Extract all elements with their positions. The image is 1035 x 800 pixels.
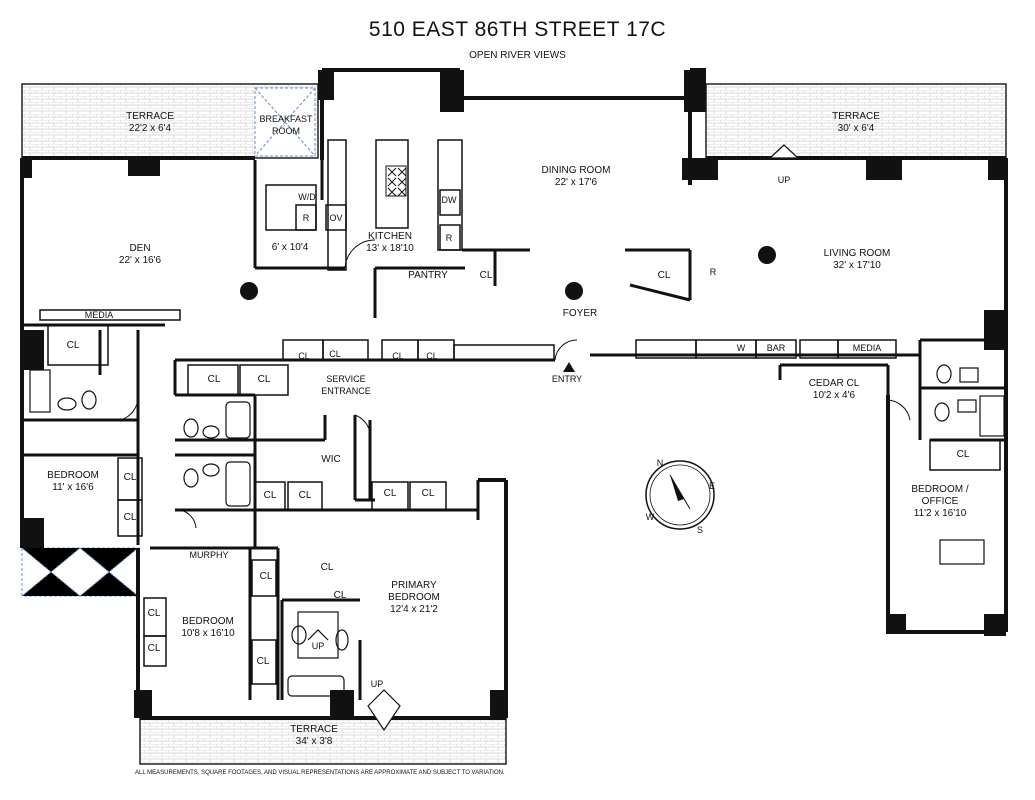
- compass-e-label: E: [708, 481, 716, 491]
- compass-s-label: S: [696, 525, 704, 535]
- label-wic: WIC: [321, 454, 341, 465]
- label-bar: BAR: [766, 343, 786, 353]
- label-r-kitchen: R: [445, 233, 453, 243]
- stove-icon: [385, 165, 407, 197]
- label-r-laundry: R: [302, 213, 310, 223]
- label-cl-row-2: CL: [329, 349, 341, 359]
- room-terrace-west: TERRACE 22'2 x 6'4: [126, 111, 174, 134]
- label-up-east: UP: [777, 175, 791, 185]
- round-columns: [240, 246, 776, 300]
- interior-walls: [22, 160, 1006, 700]
- compass-n-label: N: [656, 458, 664, 468]
- label-cl-service-2: CL: [257, 374, 271, 385]
- room-bedroom-south: BEDROOM 10'8 x 16'10: [181, 616, 235, 639]
- label-cl-row-3: CL: [392, 351, 404, 361]
- label-r-living: R: [709, 267, 717, 277]
- label-cl-bedroom-south-2: CL: [147, 643, 161, 654]
- breakfast-glass: [254, 87, 316, 157]
- room-den: DEN 22' x 16'6: [118, 243, 162, 266]
- label-cl-bedroom-west-1: CL: [123, 472, 137, 483]
- stair-up-icons: [307, 144, 800, 732]
- label-cl-row-4: CL: [426, 351, 438, 361]
- label-cl-bedroom-west-2: CL: [123, 512, 137, 523]
- label-cl-row-1: CL: [298, 351, 310, 361]
- room-foyer: FOYER: [562, 308, 598, 319]
- terrace-south-area: [139, 717, 507, 765]
- label-media-living: MEDIA: [852, 343, 882, 353]
- label-cl-living: CL: [657, 270, 671, 281]
- room-cedar-closet: CEDAR CL 10'2 x 4'6: [808, 378, 860, 401]
- room-primary-bedroom: PRIMARY BEDROOM 12'4 x 21'2: [388, 580, 440, 615]
- label-cl-wic-2: CL: [298, 490, 312, 501]
- label-up-bath: UP: [311, 641, 325, 651]
- label-cl-wic-4: CL: [421, 488, 435, 499]
- west-glass-bay: [21, 547, 139, 597]
- label-up-south: UP: [370, 679, 384, 689]
- label-entry: ENTRY: [551, 374, 583, 384]
- label-cl-bedroom-south-1: CL: [147, 608, 161, 619]
- compass-icon: [645, 460, 715, 530]
- bathroom-fixtures: [29, 364, 1005, 697]
- label-pantry: PANTRY: [408, 270, 448, 281]
- label-cl-bedroom-south-3: CL: [256, 656, 270, 667]
- room-living: LIVING ROOM 32' x 17'10: [823, 248, 891, 271]
- entry-marker-icon: [563, 362, 575, 372]
- closet-row: [39, 309, 1001, 685]
- label-wd: W/D: [298, 192, 316, 202]
- plan-title: 510 EAST 86TH STREET 17C: [368, 18, 667, 41]
- disclaimer-text: ALL MEASUREMENTS, SQUARE FOOTAGES, AND V…: [135, 770, 505, 776]
- label-cl-wic-1: CL: [263, 490, 277, 501]
- label-cl-primary-1: CL: [320, 562, 334, 573]
- label-service-entrance: SERVICE ENTRANCE: [321, 374, 371, 396]
- room-kitchen: KITCHEN 13' x 18'10: [366, 231, 414, 254]
- label-murphy: MURPHY: [189, 550, 229, 560]
- plan-subtitle: OPEN RIVER VIEWS: [469, 50, 566, 61]
- terrace-east-area: [705, 83, 1007, 159]
- label-dw: DW: [441, 195, 457, 205]
- label-w: W: [736, 343, 746, 353]
- room-terrace-south: TERRACE 34' x 3'8: [290, 724, 338, 747]
- label-cl-service-1: CL: [207, 374, 221, 385]
- label-cl-office: CL: [956, 449, 970, 460]
- label-cl-primary-2: CL: [333, 590, 347, 601]
- room-terrace-east: TERRACE 30' x 6'4: [832, 111, 880, 134]
- label-cl-hall-1: CL: [259, 571, 273, 582]
- label-cl-wic-3: CL: [383, 488, 397, 499]
- room-bedroom-office: BEDROOM / OFFICE 11'2 x 16'10: [911, 484, 969, 519]
- room-laundry-dims: 6' x 10'4: [271, 242, 309, 253]
- label-cl-den: CL: [66, 340, 80, 351]
- kitchen-counters: [265, 139, 463, 271]
- label-cl-kitchen: CL: [479, 270, 493, 281]
- label-media-den: MEDIA: [84, 310, 114, 320]
- door-swings: [119, 239, 911, 529]
- label-ov: OV: [329, 213, 343, 223]
- room-bedroom-west: BEDROOM 11' x 16'6: [47, 470, 99, 493]
- room-dining: DINING ROOM 22' x 17'6: [541, 165, 611, 188]
- compass-w-label: W: [645, 512, 655, 522]
- room-breakfast: BREAKFAST ROOM: [259, 114, 313, 136]
